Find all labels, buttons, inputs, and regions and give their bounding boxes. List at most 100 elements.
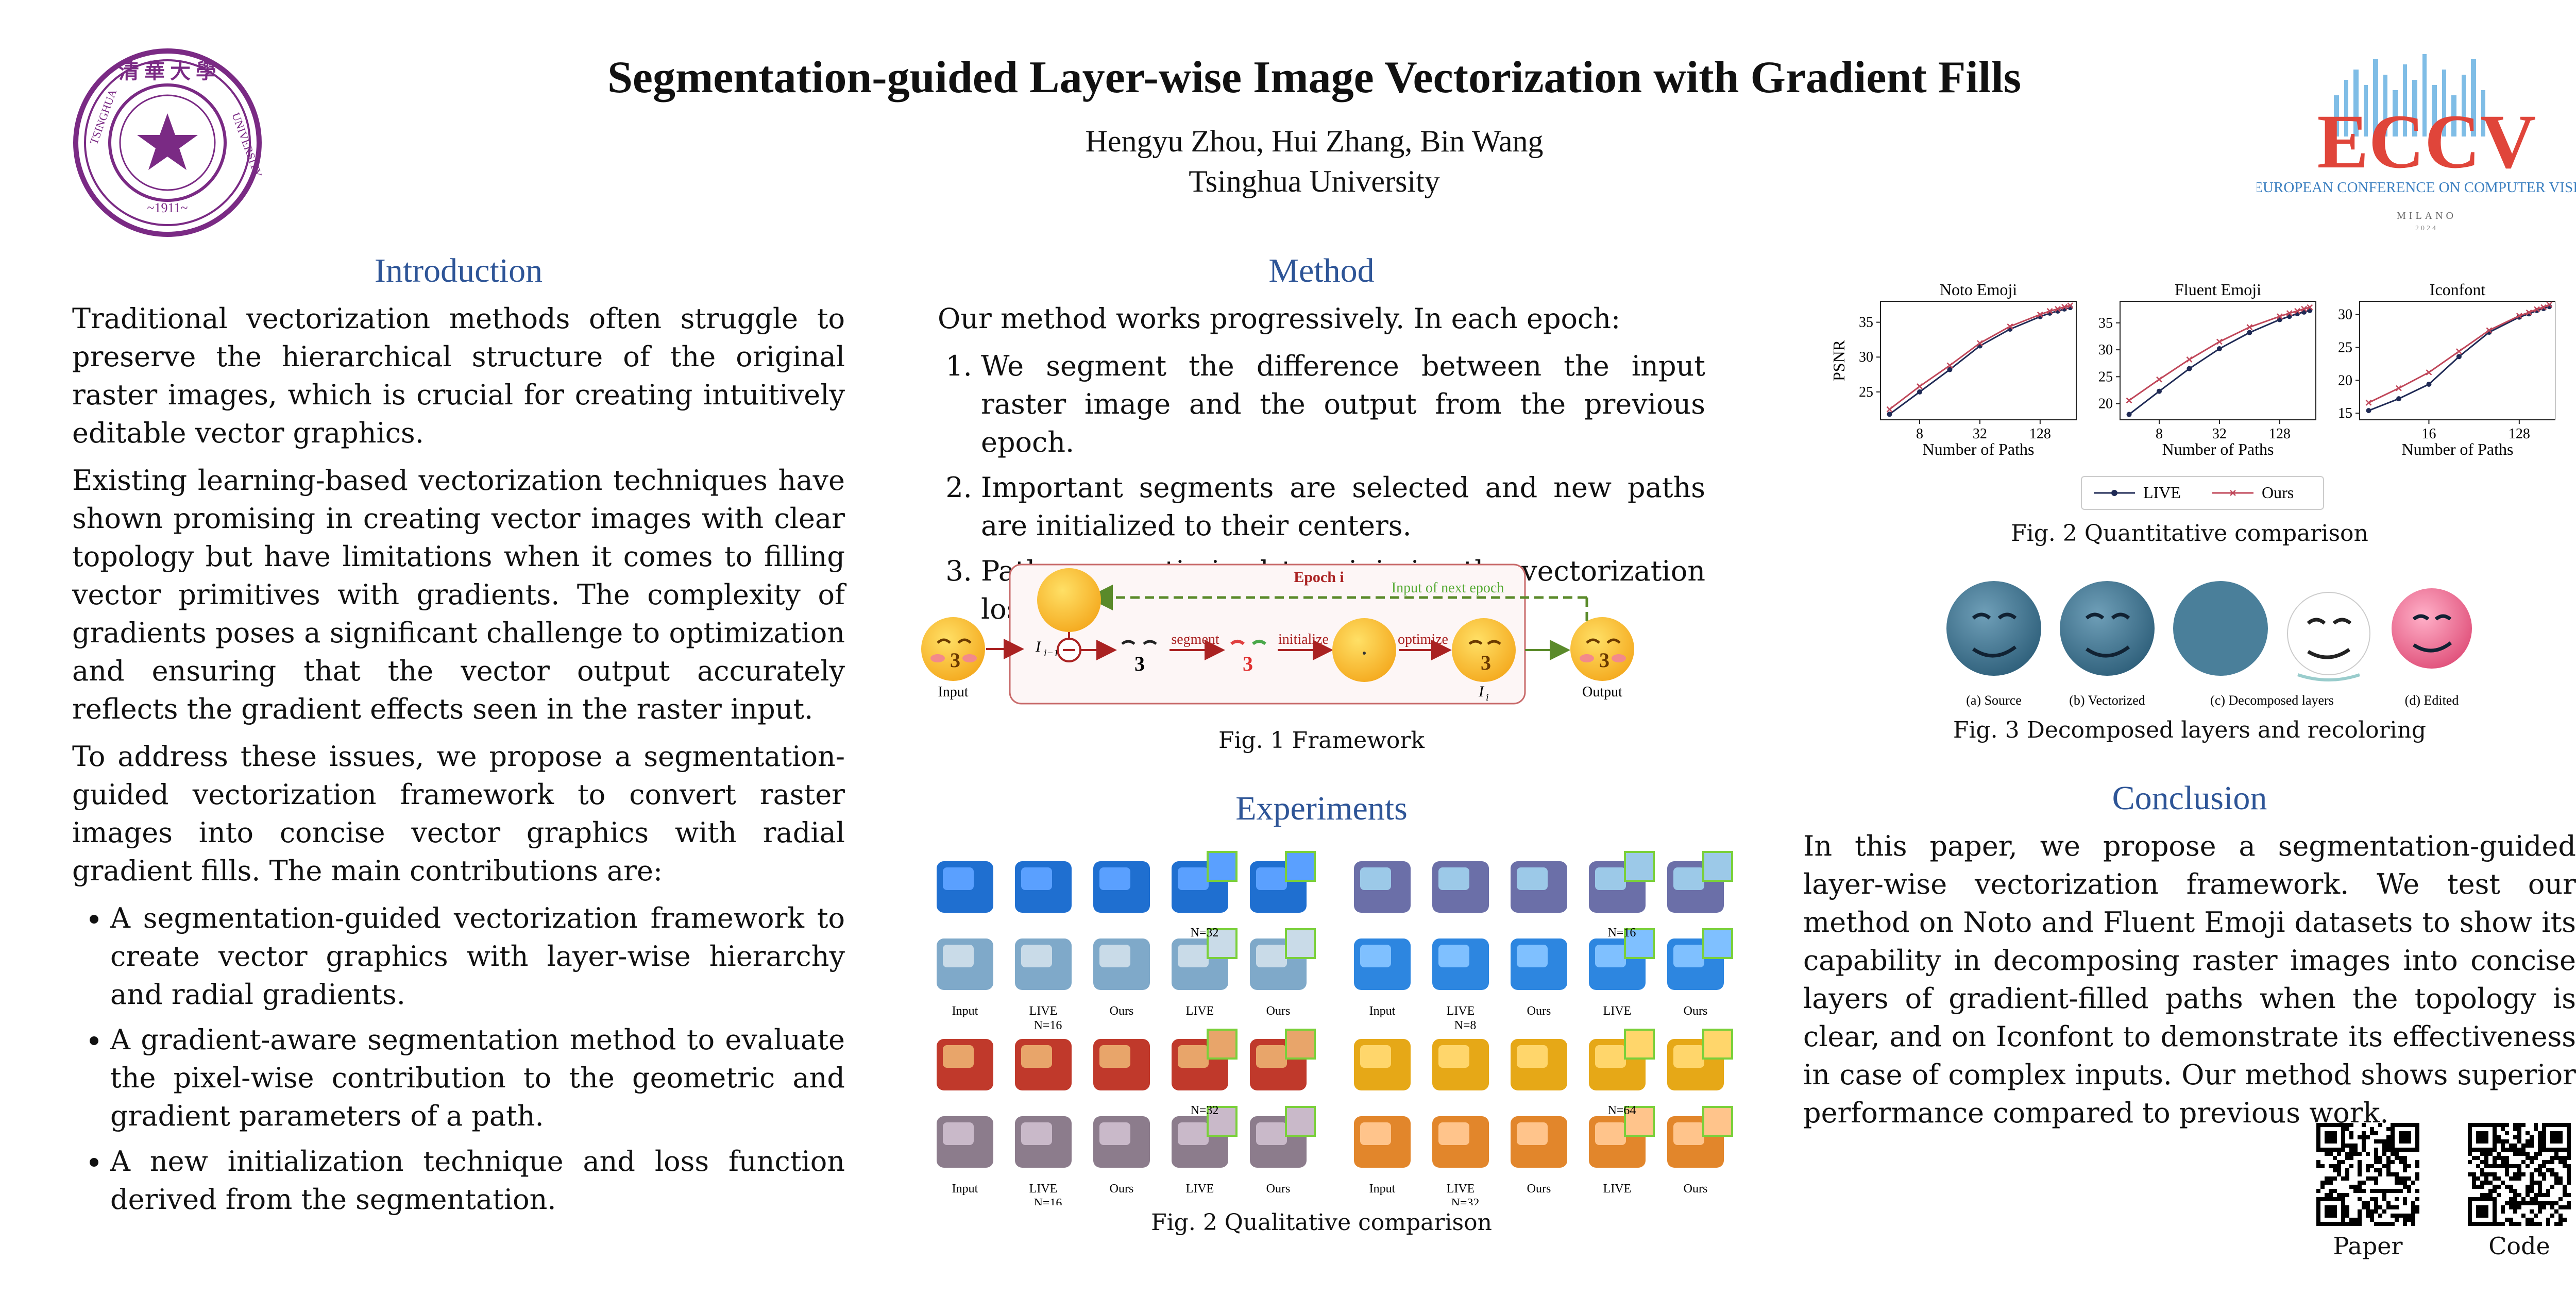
x-axis-label: Number of Paths xyxy=(1923,440,2035,458)
y-tick-label: 25 xyxy=(2098,369,2113,385)
qr-module xyxy=(2345,1193,2349,1197)
qr-module xyxy=(2501,1148,2505,1152)
qr-module xyxy=(2468,1172,2472,1176)
qr-module xyxy=(2513,1172,2517,1176)
qr-module xyxy=(2316,1160,2320,1164)
data-point-ours xyxy=(2365,399,2372,406)
qr-module xyxy=(2501,1205,2505,1209)
qr-module xyxy=(2493,1176,2497,1181)
qr-module xyxy=(2505,1172,2509,1176)
qr-module xyxy=(2366,1152,2370,1156)
qr-module xyxy=(2378,1205,2382,1209)
qr-module xyxy=(2484,1156,2488,1160)
x-tick-label: 128 xyxy=(2269,426,2291,442)
fig2-qual-caption: Fig. 2 Qualitative comparison xyxy=(1151,1209,1492,1236)
qr-module xyxy=(2358,1214,2362,1218)
zoom-inset xyxy=(1285,1029,1316,1060)
qr-module xyxy=(2521,1152,2526,1156)
qr-module xyxy=(2509,1189,2513,1193)
qr-module xyxy=(2509,1218,2513,1222)
svg-text:3: 3 xyxy=(1599,649,1609,672)
chart-title: Fluent Emoji xyxy=(2175,280,2261,299)
result-highlight xyxy=(1256,1045,1287,1068)
qr-module xyxy=(2538,1148,2542,1152)
qr-module xyxy=(2509,1201,2513,1205)
result-highlight xyxy=(1517,1045,1548,1068)
eccv-wordmark: ECCV xyxy=(2317,99,2536,184)
result-highlight xyxy=(1021,1045,1052,1068)
qr-module xyxy=(2567,1193,2571,1197)
qr-module xyxy=(2411,1205,2415,1209)
qr-module xyxy=(2513,1201,2517,1205)
qr-module xyxy=(2488,1172,2493,1176)
qr-module xyxy=(2554,1176,2558,1181)
qr-module xyxy=(2378,1172,2382,1176)
qr-module xyxy=(2534,1222,2538,1226)
y-tick-label: 35 xyxy=(2098,315,2113,331)
qr-module xyxy=(2505,1164,2509,1168)
qr-module xyxy=(2505,1131,2509,1135)
qr-module xyxy=(2395,1197,2399,1201)
qr-module xyxy=(2484,1181,2488,1185)
data-point-ours xyxy=(2046,308,2053,314)
qr-module xyxy=(2391,1152,2395,1156)
qr-module xyxy=(2329,1181,2333,1185)
qr-module xyxy=(2403,1160,2407,1164)
qr-module xyxy=(2395,1156,2399,1160)
result-highlight xyxy=(1673,867,1704,890)
qr-module xyxy=(2337,1160,2341,1164)
authors: Hengyu Zhou, Hui Zhang, Bin Wang xyxy=(1085,124,1544,158)
code-qr-code[interactable] xyxy=(2468,1123,2571,1226)
qr-module xyxy=(2382,1222,2386,1226)
qr-module xyxy=(2517,1176,2521,1181)
data-point-ours xyxy=(1917,383,1923,389)
y-tick-label: 25 xyxy=(2338,339,2352,355)
result-highlight xyxy=(1438,1045,1469,1068)
x-tick-label: 32 xyxy=(1973,426,1987,442)
qr-module xyxy=(2386,1201,2391,1205)
qr-module xyxy=(2366,1168,2370,1172)
qr-module xyxy=(2345,1127,2349,1131)
svg-text:Output: Output xyxy=(1582,684,1622,700)
zoom-inset xyxy=(1624,1029,1655,1060)
qr-module xyxy=(2411,1181,2415,1185)
qr-finder-core xyxy=(2550,1131,2563,1144)
qr-module xyxy=(2374,1148,2378,1152)
result-highlight xyxy=(1178,867,1209,890)
qr-module xyxy=(2407,1176,2411,1181)
zoom-inset xyxy=(1207,851,1238,882)
qr-module xyxy=(2526,1193,2530,1197)
result-highlight xyxy=(1360,867,1391,890)
qr-module xyxy=(2391,1214,2395,1218)
qr-module xyxy=(2395,1181,2399,1185)
qr-module xyxy=(2362,1181,2366,1185)
qr-module xyxy=(2517,1201,2521,1205)
difference-image: 3 xyxy=(1121,640,1157,675)
qr-module xyxy=(2370,1218,2374,1222)
qr-module xyxy=(2542,1193,2546,1197)
zoom-inset xyxy=(1285,928,1316,959)
qr-module xyxy=(2554,1156,2558,1160)
paper-qr-code[interactable] xyxy=(2316,1123,2419,1226)
qr-module xyxy=(2530,1209,2534,1214)
path-count-label: N=64 xyxy=(1608,1104,1636,1117)
qr-module xyxy=(2563,1185,2567,1189)
zoom-inset xyxy=(1285,851,1316,882)
qr-module xyxy=(2538,1181,2542,1185)
qr-module xyxy=(2497,1222,2501,1226)
qr-module xyxy=(2505,1148,2509,1152)
experiments-heading: Experiments xyxy=(1235,790,1408,827)
qr-module xyxy=(2554,1201,2558,1205)
qr-module xyxy=(2546,1193,2550,1197)
qr-module xyxy=(2472,1185,2476,1189)
qr-module xyxy=(2358,1164,2362,1168)
qr-module xyxy=(2374,1205,2378,1209)
qr-module xyxy=(2563,1156,2567,1160)
data-point-live xyxy=(2396,396,2401,402)
qr-module xyxy=(2415,1172,2419,1176)
qr-module xyxy=(2513,1193,2517,1197)
qr-module xyxy=(2403,1168,2407,1172)
qr-module xyxy=(2415,1160,2419,1164)
qr-module xyxy=(2325,1152,2329,1156)
qr-module xyxy=(2480,1168,2484,1172)
